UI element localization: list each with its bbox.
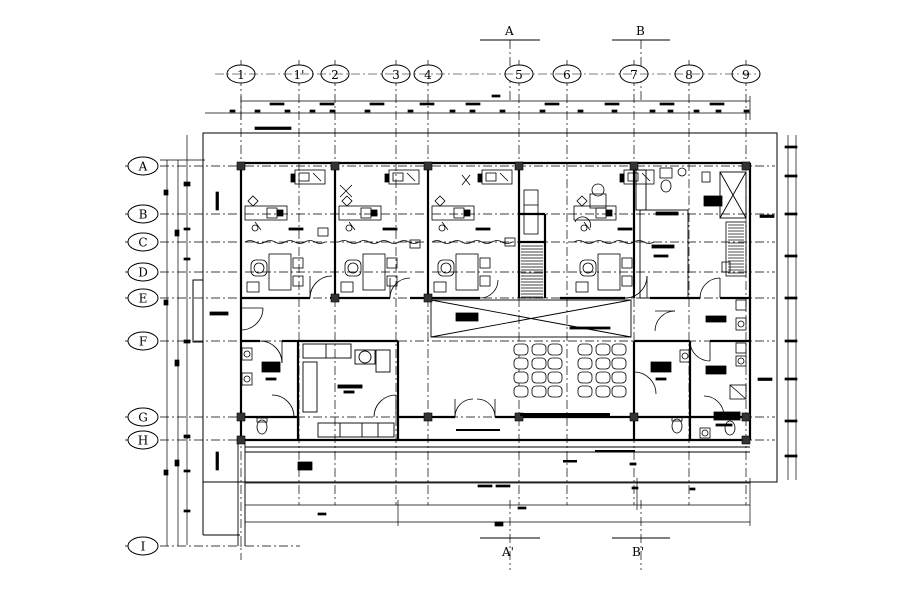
column-post	[741, 412, 751, 422]
structural-columns	[236, 161, 751, 445]
column-label: 6	[563, 68, 571, 82]
waiting-seat	[577, 343, 593, 356]
waiting-seat	[531, 385, 547, 398]
column-label: 1'	[294, 68, 305, 82]
column-label: 1	[237, 68, 245, 82]
site-boundary	[192, 132, 778, 536]
row-label: I	[141, 540, 146, 554]
section-marks: A B A' B'	[480, 24, 670, 559]
column-label: 3	[392, 68, 400, 82]
row-bubble-rA: A	[125, 156, 159, 176]
waiting-seat	[513, 371, 529, 384]
row-label: A	[138, 160, 148, 174]
column-post	[629, 161, 639, 171]
row-label: D	[138, 266, 148, 280]
column-post	[423, 412, 433, 422]
consulting-room-3	[431, 169, 513, 293]
column-post	[629, 412, 639, 422]
column-label: 5	[515, 68, 523, 82]
consulting-rooms	[244, 169, 655, 293]
waiting-seat	[513, 343, 529, 356]
waiting-seat	[531, 343, 547, 356]
row-bubble-rE: E	[125, 288, 159, 308]
row-label: H	[138, 434, 148, 448]
waiting-seat	[531, 371, 547, 384]
waiting-seat	[513, 385, 529, 398]
grid-lines	[160, 40, 775, 570]
waiting-seat	[595, 371, 611, 384]
row-label: C	[138, 236, 147, 250]
toilet-fixtures	[209, 167, 747, 471]
column-post	[330, 161, 340, 171]
column-label: 8	[685, 68, 693, 82]
row-grid-bubbles: A BC DE F GH I	[125, 156, 159, 556]
row-bubble-rF: F	[125, 331, 159, 351]
column-post	[330, 293, 340, 303]
row-bubble-rG: G	[125, 407, 159, 427]
row-bubble-rD: D	[125, 262, 159, 282]
waiting-seat	[577, 357, 593, 370]
waiting-seat	[595, 385, 611, 398]
row-bubble-rI: I	[125, 536, 159, 556]
waiting-seat	[547, 357, 563, 370]
waiting-seat	[595, 357, 611, 370]
waiting-seat	[577, 385, 593, 398]
column-post	[514, 412, 524, 422]
consulting-room-4	[573, 169, 655, 293]
column-post	[514, 161, 524, 171]
waiting-seat	[577, 371, 593, 384]
waiting-seat	[547, 385, 563, 398]
column-post	[236, 161, 246, 171]
waiting-seat	[611, 343, 627, 356]
column-post	[236, 435, 246, 445]
waiting-area-seats	[513, 343, 627, 398]
dimension-lines	[160, 94, 798, 546]
row-label: B	[139, 208, 148, 222]
waiting-seat	[611, 371, 627, 384]
office-furniture	[302, 343, 395, 438]
column-post	[423, 293, 433, 303]
partitions	[237, 169, 750, 546]
waiting-seat	[611, 385, 627, 398]
stair-treads	[521, 245, 543, 298]
row-bubble-rC: C	[125, 232, 159, 252]
section-mark-a-top: A	[504, 24, 514, 38]
door-swings	[240, 275, 725, 418]
waiting-seat	[611, 357, 627, 370]
staircase-main	[518, 241, 546, 299]
row-label: E	[139, 292, 148, 306]
column-post	[741, 161, 751, 171]
waiting-seat	[513, 357, 529, 370]
waiting-seat	[595, 343, 611, 356]
staircase-east	[725, 221, 747, 277]
room-equipment	[317, 174, 607, 249]
row-bubble-rB: B	[125, 204, 159, 224]
column-label: 9	[742, 68, 750, 82]
section-mark-a-bottom: A'	[501, 545, 514, 559]
row-label: G	[138, 411, 148, 425]
column-label: 7	[630, 68, 638, 82]
column-post	[236, 412, 246, 422]
column-label: 2	[331, 68, 339, 82]
column-grid-bubbles: 1 1' 2 3 4 5 6 7 8 9	[215, 64, 761, 84]
section-mark-b-top: B	[636, 24, 645, 38]
section-mark-b-bottom: B'	[632, 545, 644, 559]
row-bubble-rH: H	[125, 430, 159, 450]
column-post	[423, 161, 433, 171]
waiting-seat	[531, 357, 547, 370]
consulting-room-1	[244, 169, 326, 293]
waiting-seat	[547, 371, 563, 384]
row-label: F	[139, 335, 147, 349]
consulting-room-2	[338, 169, 420, 293]
column-label: 4	[424, 68, 432, 82]
waiting-seat	[547, 343, 563, 356]
waiting-bench	[456, 413, 635, 487]
column-post	[741, 435, 751, 445]
stair-treads-east	[728, 224, 744, 274]
